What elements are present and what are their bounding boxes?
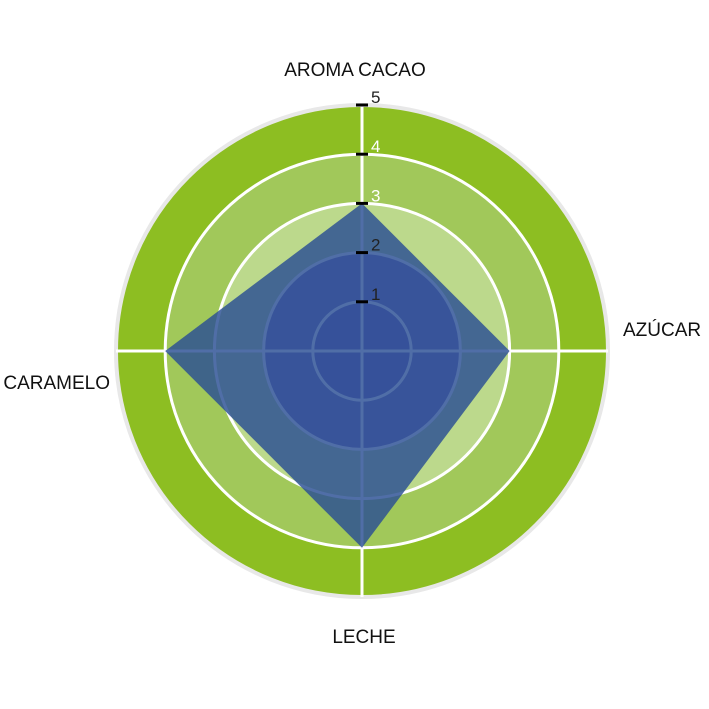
ticks-layer: 1 2 3 4 5 [356, 88, 380, 304]
axis-label-caramelo: CARAMELO [3, 373, 110, 394]
tick-label-5: 5 [371, 88, 380, 107]
axis-label-aroma-cacao: AROMA CACAO [284, 60, 425, 81]
tick-label-2: 2 [371, 236, 380, 255]
axis-label-leche: LECHE [332, 627, 395, 648]
tick-label-4: 4 [371, 137, 380, 156]
data-polygon [165, 203, 510, 548]
polygon-layer [165, 203, 510, 548]
axis-label-azucar: AZÚCAR [623, 319, 701, 341]
tick-label-1: 1 [371, 285, 380, 304]
tick-label-3: 3 [371, 186, 380, 205]
